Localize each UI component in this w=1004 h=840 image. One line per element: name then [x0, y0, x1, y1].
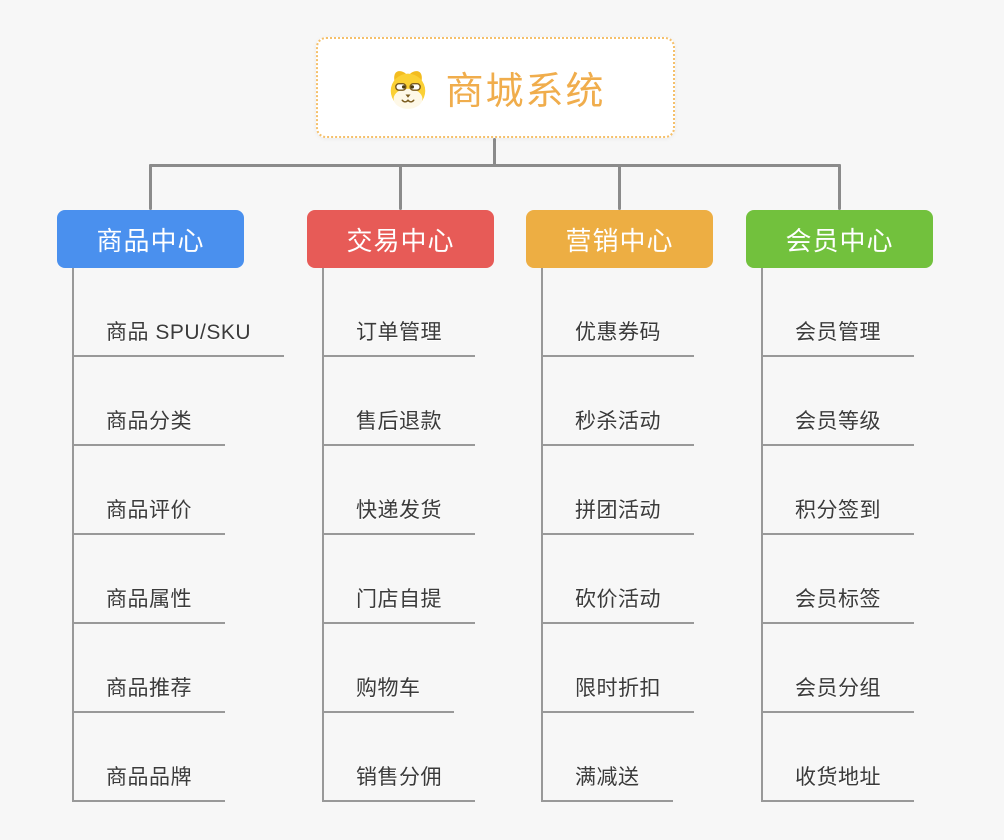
leaf-node[interactable]: 满减送 [542, 756, 673, 802]
branch-node-label: 会员中心 [785, 225, 894, 256]
leaf-node[interactable]: 会员等级 [762, 400, 914, 446]
branch-node-label: 交易中心 [346, 225, 455, 256]
connector-drop-member [838, 164, 841, 210]
leaf-node[interactable]: 商品分类 [73, 400, 225, 446]
leaf-node[interactable]: 商品推荐 [73, 667, 225, 713]
leaf-node[interactable]: 秒杀活动 [542, 400, 694, 446]
root-node[interactable]: 商城系统 [316, 37, 675, 138]
branch-node-label: 营销中心 [565, 225, 674, 256]
branch-node-member-center[interactable]: 会员中心 [746, 210, 933, 268]
connector-root-stub [493, 138, 496, 166]
branch-node-marketing-center[interactable]: 营销中心 [526, 210, 713, 268]
connector-rail [149, 164, 841, 167]
leaf-node[interactable]: 拼团活动 [542, 489, 694, 535]
branch-node-label: 商品中心 [96, 225, 205, 256]
leaf-node[interactable]: 限时折扣 [542, 667, 694, 713]
dog-face-icon [391, 70, 426, 109]
leaf-node[interactable]: 购物车 [323, 667, 454, 713]
leaf-node[interactable]: 商品 SPU/SKU [73, 311, 285, 357]
leaf-node[interactable]: 会员管理 [762, 311, 914, 357]
leaf-node[interactable]: 收货地址 [762, 756, 914, 802]
root-node-label: 商城系统 [445, 71, 606, 113]
branch-node-trade-center[interactable]: 交易中心 [307, 210, 494, 268]
leaf-node[interactable]: 售后退款 [323, 400, 475, 446]
connector-drop-marketing [618, 164, 621, 210]
connector-column-product [72, 268, 74, 802]
leaf-node[interactable]: 商品品牌 [73, 756, 225, 802]
connector-column-trade [322, 268, 324, 802]
leaf-node[interactable]: 快递发货 [323, 489, 475, 535]
leaf-node[interactable]: 商品评价 [73, 489, 225, 535]
connector-drop-trade [399, 164, 402, 210]
connector-column-marketing [541, 268, 543, 802]
leaf-node[interactable]: 优惠券码 [542, 311, 694, 357]
leaf-node[interactable]: 积分签到 [762, 489, 914, 535]
connector-drop-product [149, 164, 152, 210]
leaf-node[interactable]: 销售分佣 [323, 756, 475, 802]
branch-node-product-center[interactable]: 商品中心 [57, 210, 244, 268]
leaf-node[interactable]: 会员标签 [762, 578, 914, 624]
leaf-node[interactable]: 门店自提 [323, 578, 475, 624]
leaf-node[interactable]: 会员分组 [762, 667, 914, 713]
leaf-node[interactable]: 订单管理 [323, 311, 475, 357]
leaf-node[interactable]: 砍价活动 [542, 578, 694, 624]
connector-column-member [761, 268, 763, 802]
leaf-node[interactable]: 商品属性 [73, 578, 225, 624]
